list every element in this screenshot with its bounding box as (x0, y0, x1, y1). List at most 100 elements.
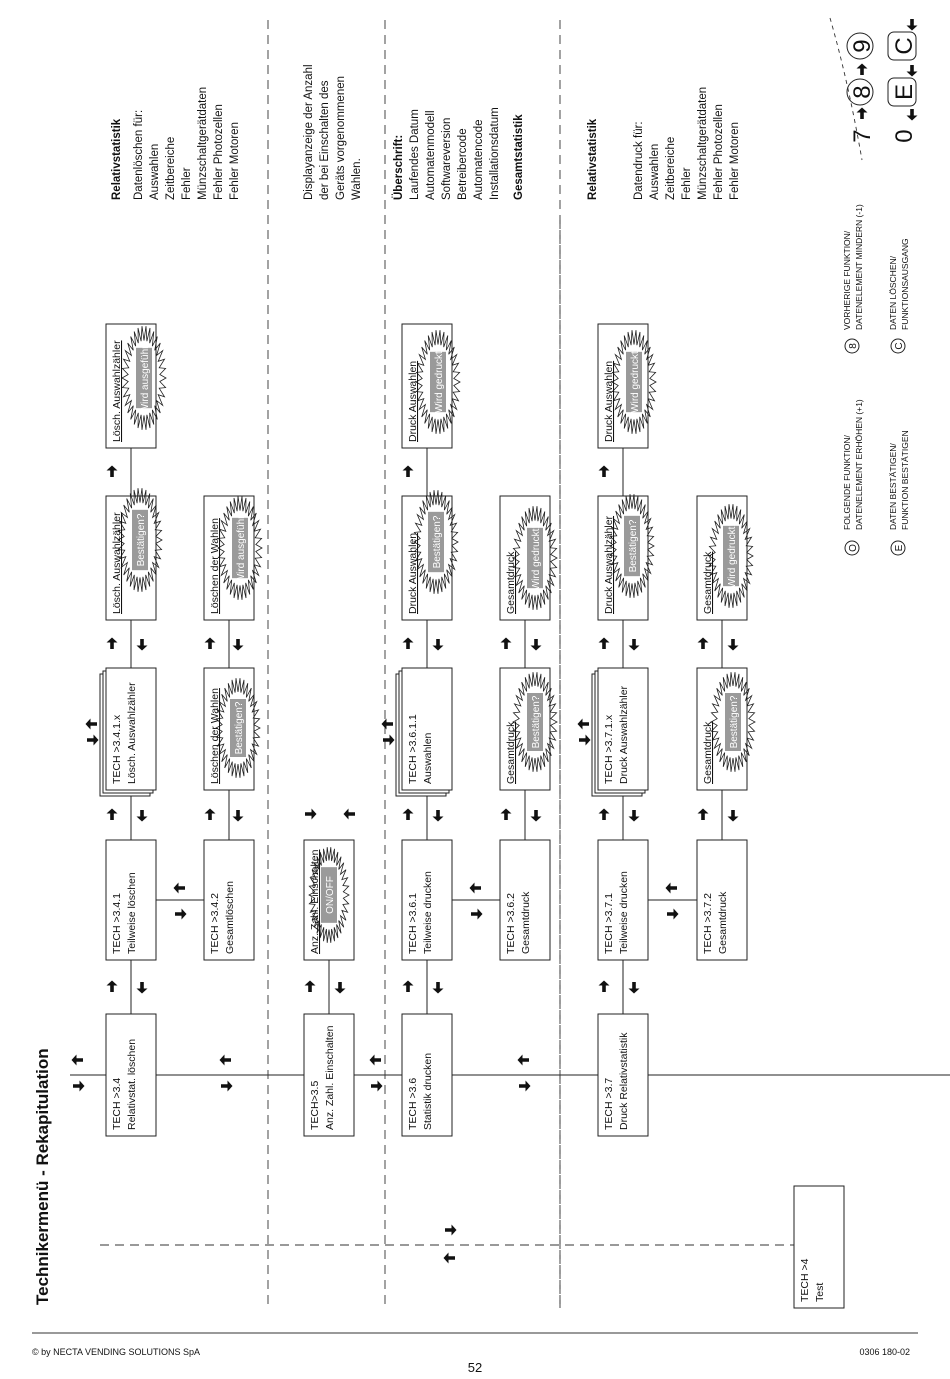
menu-box-label: Teilweise drucken (618, 871, 630, 954)
legend-key-icon: C (894, 342, 905, 349)
legend-key-icon: O (848, 544, 859, 552)
menu-box-label: Gesamtdruck (520, 891, 532, 954)
flash-text: Bestätigen? (234, 701, 245, 754)
legend-text: DATEN BESTÄTIGEN/ (888, 443, 898, 530)
menu-box-label: TECH >3.4.2 (209, 893, 221, 954)
menu-box-r1_confirm: Lösch. Auswahlzähler (105, 495, 157, 621)
flash-r4_done: Wird gedruckt! (512, 506, 558, 610)
arrow-down-icon (136, 639, 148, 651)
section-line: Fehler Motoren (229, 122, 241, 200)
arrow-up-icon (500, 637, 512, 649)
arrow-right-icon (175, 908, 187, 920)
menu-box-r1_done: Lösch. Auswahlzähler (105, 323, 157, 449)
menu-box-label: Gesamtdruck (702, 721, 714, 784)
arrow-down-icon (906, 19, 918, 31)
section-heading: Überschrift: (392, 135, 405, 200)
section-line: Fehler Photozellen (213, 104, 225, 200)
menu-box-label: Anz. Zahl. Einschalten (309, 849, 321, 954)
menu-box-label: TECH >4 (799, 1258, 811, 1302)
legend-text: DATENELEMENT ERHÖHEN (+1) (854, 399, 864, 530)
menu-box-r6_confirm1: Gesamtdruck (696, 667, 748, 791)
copyright-notice: © by NECTA VENDING SOLUTIONS SpA (32, 1347, 201, 1357)
arrow-right-icon (221, 1080, 233, 1092)
menu-box-r3_confirm: Druck Auswahlen (401, 495, 453, 621)
menu-box-label: Druck Auswahlzähler (603, 515, 615, 614)
flash-text: Wird gedruckt (434, 351, 445, 413)
section-line: Automatencode (473, 119, 485, 200)
flash-text: Bestätigen? (432, 515, 443, 568)
menu-box-label: TECH >3.6.2 (505, 893, 517, 954)
section-line: Fehler Motoren (729, 122, 741, 200)
page-title: Technikermenü - Rekapitulation (33, 1048, 52, 1305)
arrow-up-icon (697, 808, 709, 820)
menu-box-label: TECH >3.6.1 (407, 893, 419, 954)
menu-box-label: TECH >3.4.1 (111, 893, 123, 954)
menu-box-label: TECH >3.4.1.x (111, 714, 123, 784)
arrow-left-icon (173, 882, 185, 894)
menu-box-label: TECH >3.7.1 (603, 893, 615, 954)
menu-box-label: Gesamtdruck (505, 551, 517, 614)
section-line: Datenlöschen für: (133, 110, 145, 200)
arrow-down-icon (136, 982, 148, 994)
arrow-right-icon (667, 908, 679, 920)
menu-box-r6_done: Gesamtdruck (696, 495, 748, 621)
arrow-up-icon (106, 980, 118, 992)
arrow-left-icon (443, 1252, 455, 1264)
arrow-up-icon (402, 980, 414, 992)
section-line: Geräts vorgenommenen (335, 76, 347, 200)
flash-text: ON/OFF (325, 876, 336, 914)
section-line: Fehler (181, 167, 193, 200)
arrow-up-icon (500, 808, 512, 820)
arrow-up-icon (106, 637, 118, 649)
menu-box-r5_confirm: Druck Auswahlzähler (597, 495, 649, 621)
menu-box-r5_done: Druck Auswahlen (597, 323, 649, 449)
arrow-down-icon (232, 639, 244, 651)
arrow-up-icon (402, 808, 414, 820)
arrow-right-icon (445, 1224, 457, 1236)
arrow-down-icon (628, 810, 640, 822)
arrow-down-icon (530, 639, 542, 651)
menu-box-label: Auswahlen (422, 732, 434, 784)
menu-box-label: Druck Auswahlzähler (618, 685, 630, 784)
keypad-key-icon: 9 (849, 39, 876, 52)
arrow-up-icon (856, 107, 868, 119)
flash-r3_done: Wird gedruckt (415, 330, 461, 434)
legend-text: FUNKTION BESTÄTIGEN (900, 430, 910, 530)
menu-box-label: Gesamtdruck (505, 721, 517, 784)
menu-box-label: Anz. Zahl. Einschalten (324, 1025, 336, 1130)
section-line: Installationsdatum (489, 107, 501, 200)
arrow-left-icon (665, 882, 677, 894)
arrow-left-icon (71, 1054, 83, 1066)
legend-text: VORHERIGE FUNKTION/ (842, 230, 852, 330)
arrow-right-icon (371, 1080, 383, 1092)
arrow-right-icon (471, 908, 483, 920)
flash-text: Wird ausgeführt (140, 342, 151, 413)
arrow-right-icon (73, 1080, 85, 1092)
arrow-up-icon (598, 465, 610, 477)
menu-box-label: Löschen der Wahlen (209, 518, 221, 614)
arrow-down-icon (906, 65, 918, 77)
section-line: Automatenmodell (425, 111, 437, 201)
menu-box-r2_confirm1: Löschen der Wahlen (203, 667, 255, 791)
flash-r5_done: Wird gedruckt (611, 330, 657, 434)
menu-box-label: TECH >3.7 (603, 1078, 615, 1130)
arrow-left-icon (219, 1054, 231, 1066)
menu-box-label: TECH >3.7.2 (702, 893, 714, 954)
arrow-up-icon (204, 637, 216, 649)
legend-text: FUNKTIONSAUSGANG (900, 238, 910, 330)
arrow-up-icon (402, 637, 414, 649)
flash-confirm: Bestätigen? (710, 672, 756, 772)
menu-box-label: Statistik drucken (422, 1053, 434, 1130)
flash-text: Bestätigen? (136, 513, 147, 566)
section-heading: Gesamtstatistik (513, 114, 525, 200)
